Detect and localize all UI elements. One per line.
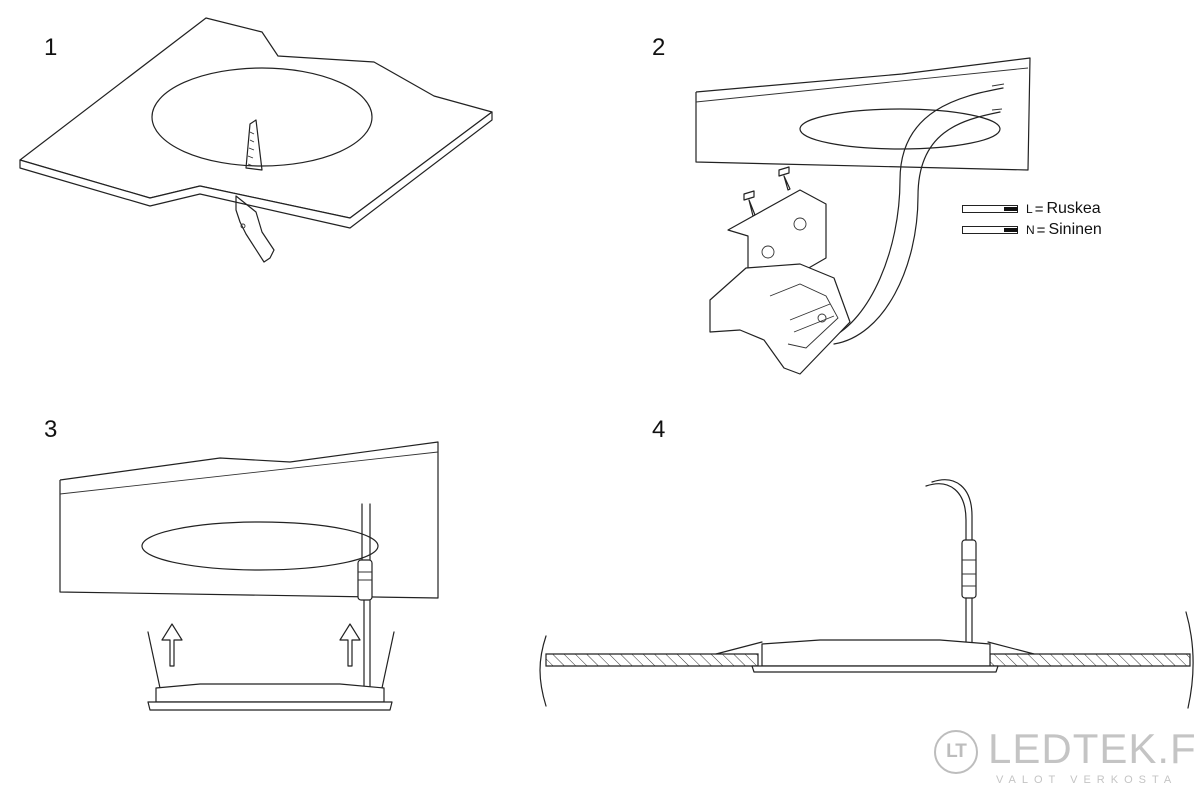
arrow-up-icon: [161, 623, 183, 667]
spring-clip-left: [147, 631, 161, 689]
logo-tagline: VALOT VERKOSTA: [996, 774, 1178, 786]
supply-cable: [925, 479, 973, 541]
spring-clip-left: [715, 641, 763, 655]
legend-equals: =: [1034, 200, 1044, 218]
logo-brand: LEDTEK.FI: [988, 725, 1200, 772]
legend-value: Ruskea: [1046, 200, 1101, 217]
brown-wire-icon: [962, 205, 1018, 213]
cable-connector-icon: [961, 539, 977, 599]
step-1-drawing: [19, 17, 493, 263]
legend-key: N: [1026, 223, 1035, 237]
ceiling-hole: [141, 521, 379, 571]
step-4-drawing: [539, 479, 1194, 709]
led-panel-rim: [751, 665, 999, 673]
step-2-drawing: [695, 57, 1031, 375]
ceiling-board-front: [59, 441, 439, 599]
step-number-2: 2: [652, 34, 666, 61]
legend-value: Sininen: [1048, 221, 1102, 238]
arrow-up-icon: [339, 623, 361, 667]
led-panel-body: [155, 683, 385, 703]
legend-key: L: [1026, 202, 1033, 216]
supply-wire-1: [829, 87, 1004, 339]
ceiling-board-edge: [19, 111, 493, 229]
supply-wire-2: [833, 111, 1001, 345]
led-panel-rim: [147, 701, 393, 711]
ledtek-logo: LT LEDTEK.FI VALOT VERKOSTA: [932, 728, 1200, 792]
wiring-legend-live: L = Ruskea: [962, 200, 1101, 218]
blue-wire-icon: [962, 226, 1018, 234]
step-number-1: 1: [44, 34, 58, 61]
ceiling-hole: [799, 108, 1001, 150]
step-number-3: 3: [44, 416, 58, 443]
saw-blade-icon: [245, 119, 263, 171]
terminal-box-body: [709, 263, 851, 375]
spring-clip-right: [381, 631, 395, 689]
led-panel-body: [761, 639, 991, 667]
connector-cable: [361, 503, 371, 691]
step-3-drawing: [59, 441, 439, 711]
step-number-4: 4: [652, 416, 666, 443]
legend-equals: =: [1036, 221, 1046, 239]
screw-icon: [743, 190, 756, 217]
ceiling-board-front: [695, 57, 1031, 171]
wiring-legend-neutral: N = Sininen: [962, 221, 1102, 239]
saw-handle-icon: [235, 195, 275, 263]
screw-icon: [778, 166, 791, 191]
spring-clip-right: [987, 641, 1035, 655]
lt-monogram-icon: LT: [934, 730, 978, 774]
